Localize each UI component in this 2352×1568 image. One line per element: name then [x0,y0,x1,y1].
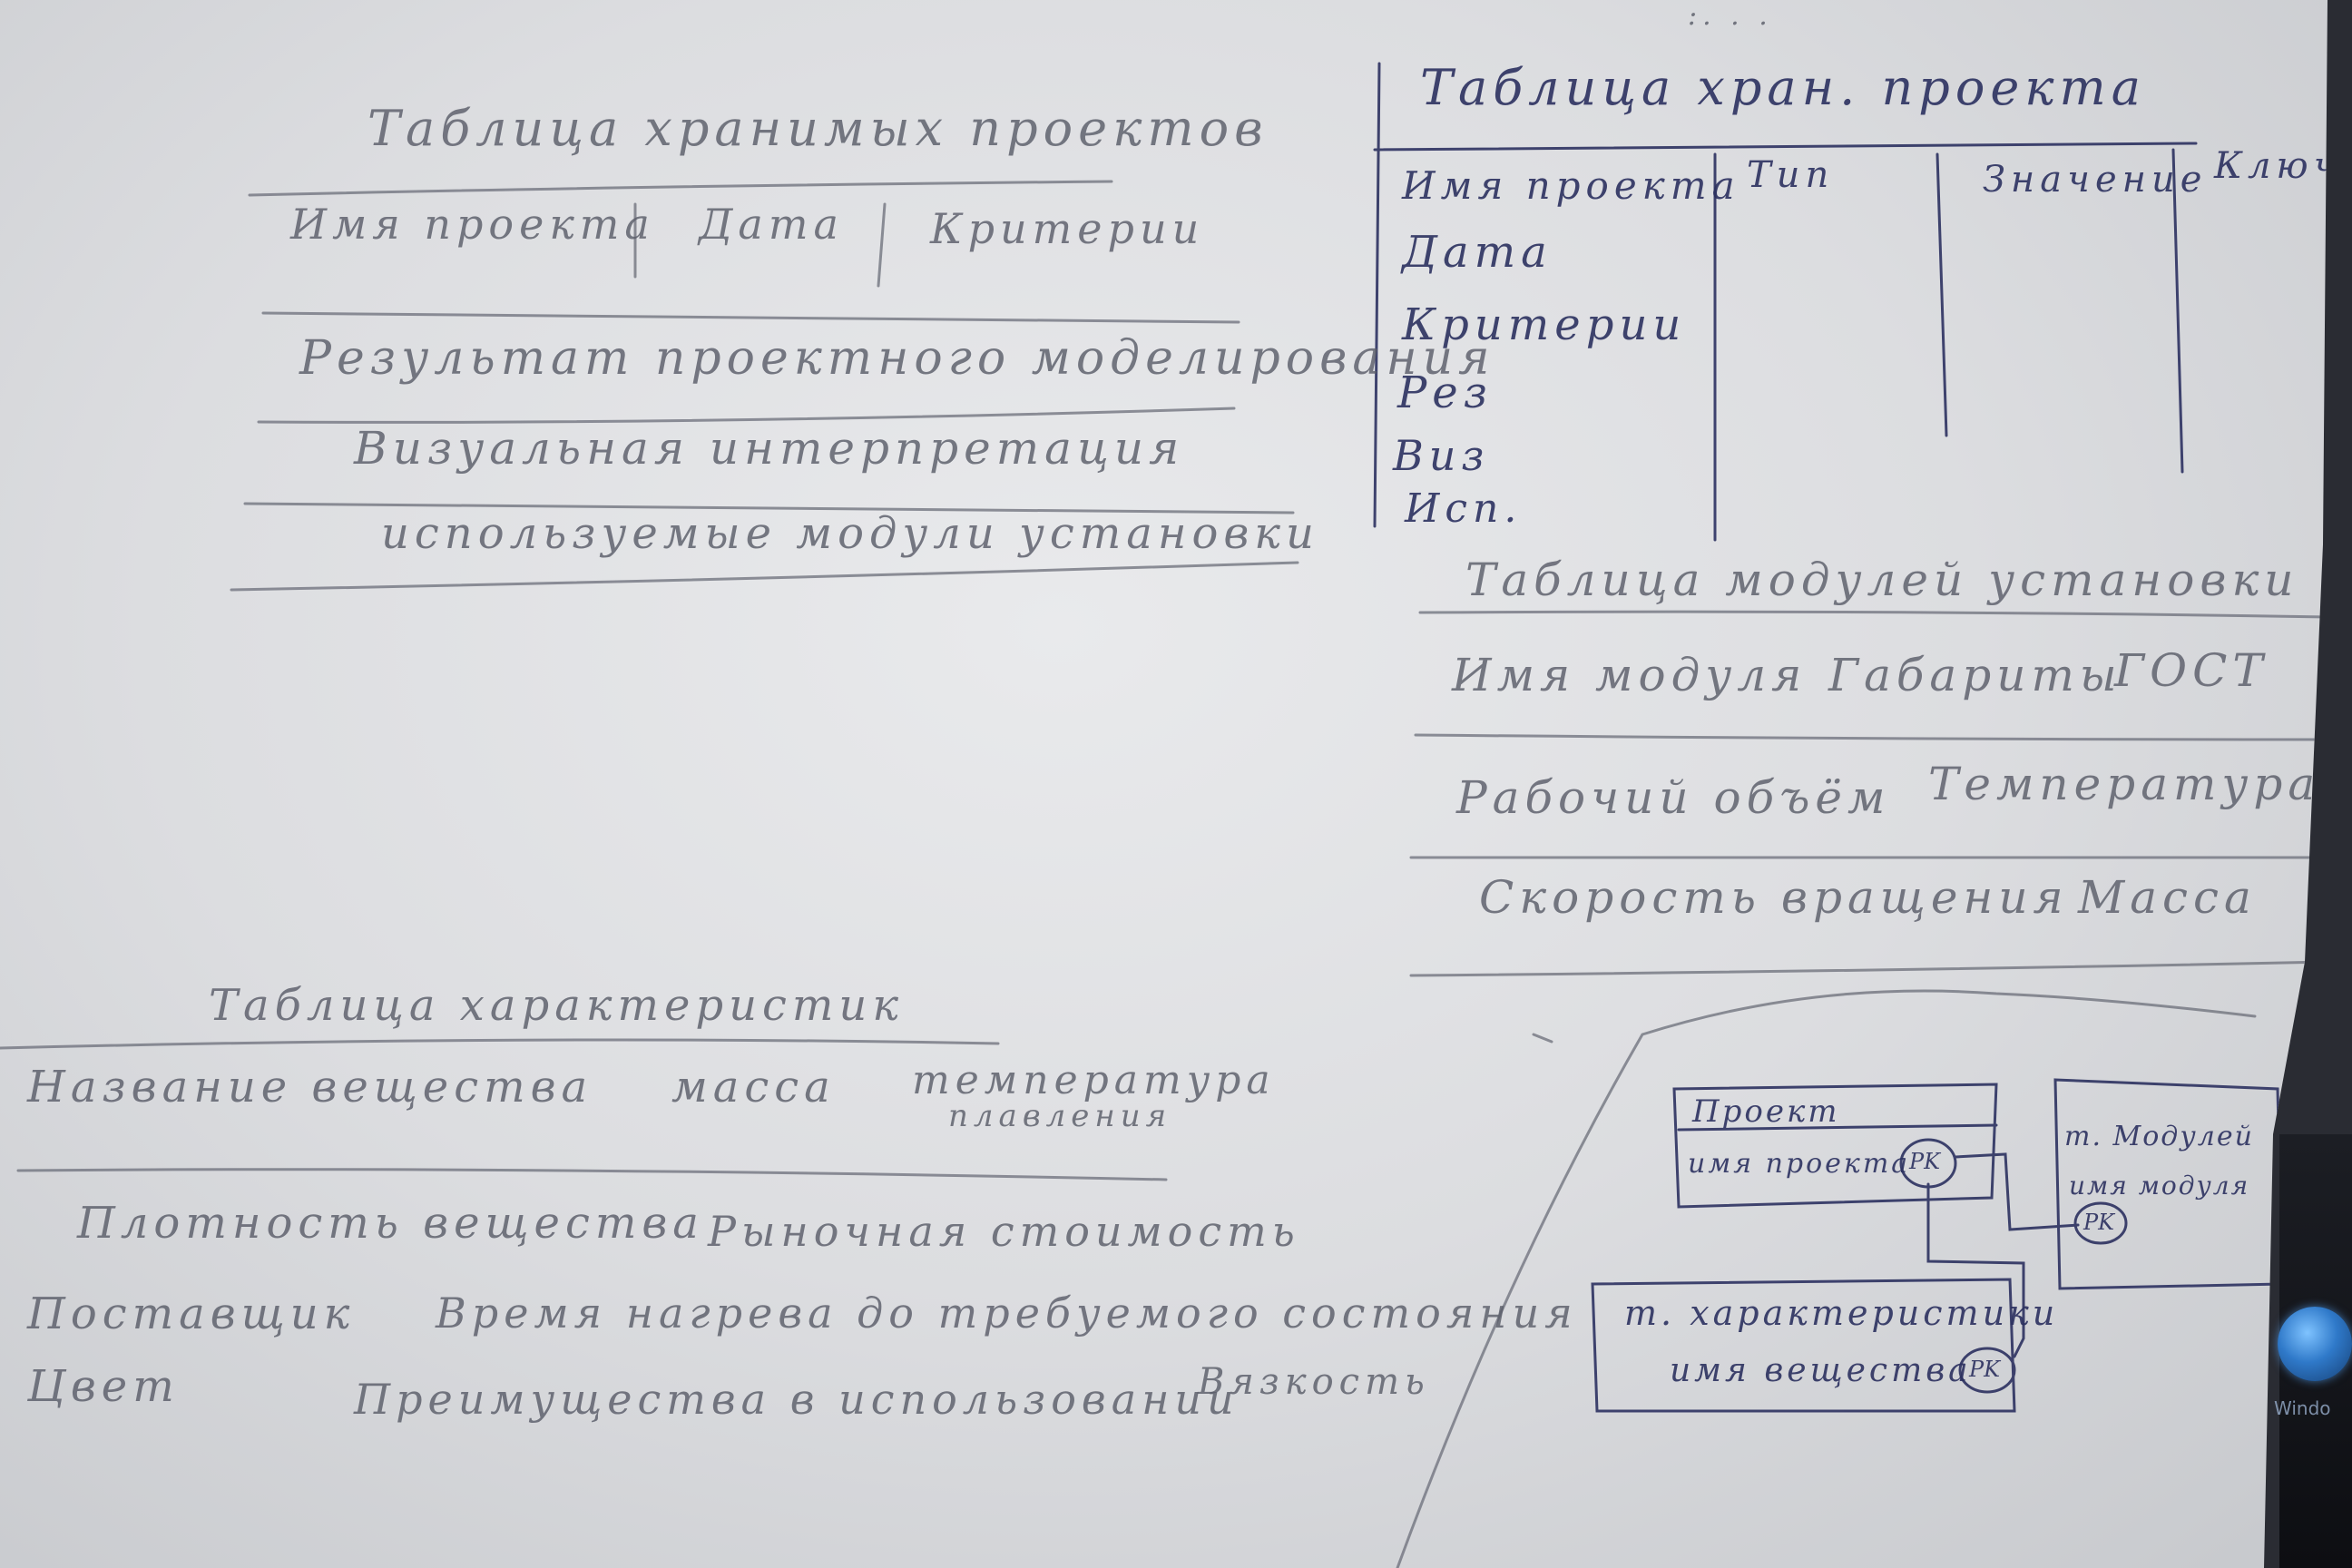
top-marks: :. . . [1688,0,1773,32]
storage-field-date: Дата [1402,227,1553,278]
storage-field-name: Имя проекта [1402,163,1740,208]
storage-field-visual: Виз [1393,431,1490,480]
properties-supplier: Поставщик [27,1289,356,1339]
modules-temperature: Температура [1928,758,2321,810]
projects-header-name: Имя проекта [290,200,655,249]
taskbar-start-label: Windo [2274,1397,2331,1419]
projects-table-title: Таблица хранимых проектов [368,100,1269,157]
properties-table-title: Таблица характеристик [209,980,905,1031]
properties-market-price: Рыночная стоимость [708,1207,1300,1256]
properties-viscosity: Вязкость [1198,1361,1430,1403]
projects-row-modules: используемые модули установки [381,508,1319,559]
projects-row-visual: Визуальная интерпретация [354,422,1185,475]
modules-volume: Рабочий объём [1456,771,1891,824]
modules-gost: ГОСТ [2114,644,2269,697]
properties-header-temperature: температура [912,1057,1276,1103]
modules-module-name: Имя модуля [1452,649,1808,701]
er-properties-key-field: имя вещества [1670,1352,1972,1389]
properties-heating-time: Время нагрева до требуемого состояния [436,1289,1578,1338]
er-properties-title: т. характеристики [1624,1293,2059,1333]
properties-header-mass: масса [671,1062,836,1112]
modules-rotation-speed: Скорость вращения [1479,871,2069,924]
modules-mass: Масса [2078,871,2257,924]
projects-row-result: Результат проектного моделирования [299,331,1495,386]
modules-dimensions: Габариты [1828,649,2122,701]
er-project-title: Проект [1692,1093,1840,1130]
modules-table-title: Таблица модулей установки [1465,554,2299,606]
er-modules-pk: PK [2083,1210,2115,1235]
storage-col-value: Значение [1983,159,2208,201]
er-modules-title: т. Модулей [2064,1121,2254,1152]
storage-field-used: Исп. [1405,485,1523,532]
storage-col-key: Ключ [2214,145,2342,187]
er-properties-pk: PK [1969,1357,2001,1382]
properties-color: Цвет [27,1361,180,1412]
projects-header-date: Дата [699,200,844,249]
er-project-pk: PK [1909,1149,1941,1174]
storage-col-type: Тип [1747,154,1835,196]
properties-header-melting: плавления [948,1098,1172,1134]
storage-table-title: Таблица хран. проекта [1420,59,2146,116]
storage-field-result: Рез [1397,368,1493,418]
windows-start-orb-icon[interactable] [2278,1307,2352,1381]
er-project-key-field: имя проекта [1688,1148,1911,1180]
projects-header-criteria: Критерии [930,204,1205,253]
properties-advantages: Преимущества в использовании [354,1375,1240,1424]
storage-field-criteria: Критерии [1402,299,1687,350]
properties-density: Плотность вещества [77,1198,704,1249]
properties-header-name: Название вещества [27,1062,593,1112]
er-modules-key-field: имя модуля [2069,1171,2250,1200]
